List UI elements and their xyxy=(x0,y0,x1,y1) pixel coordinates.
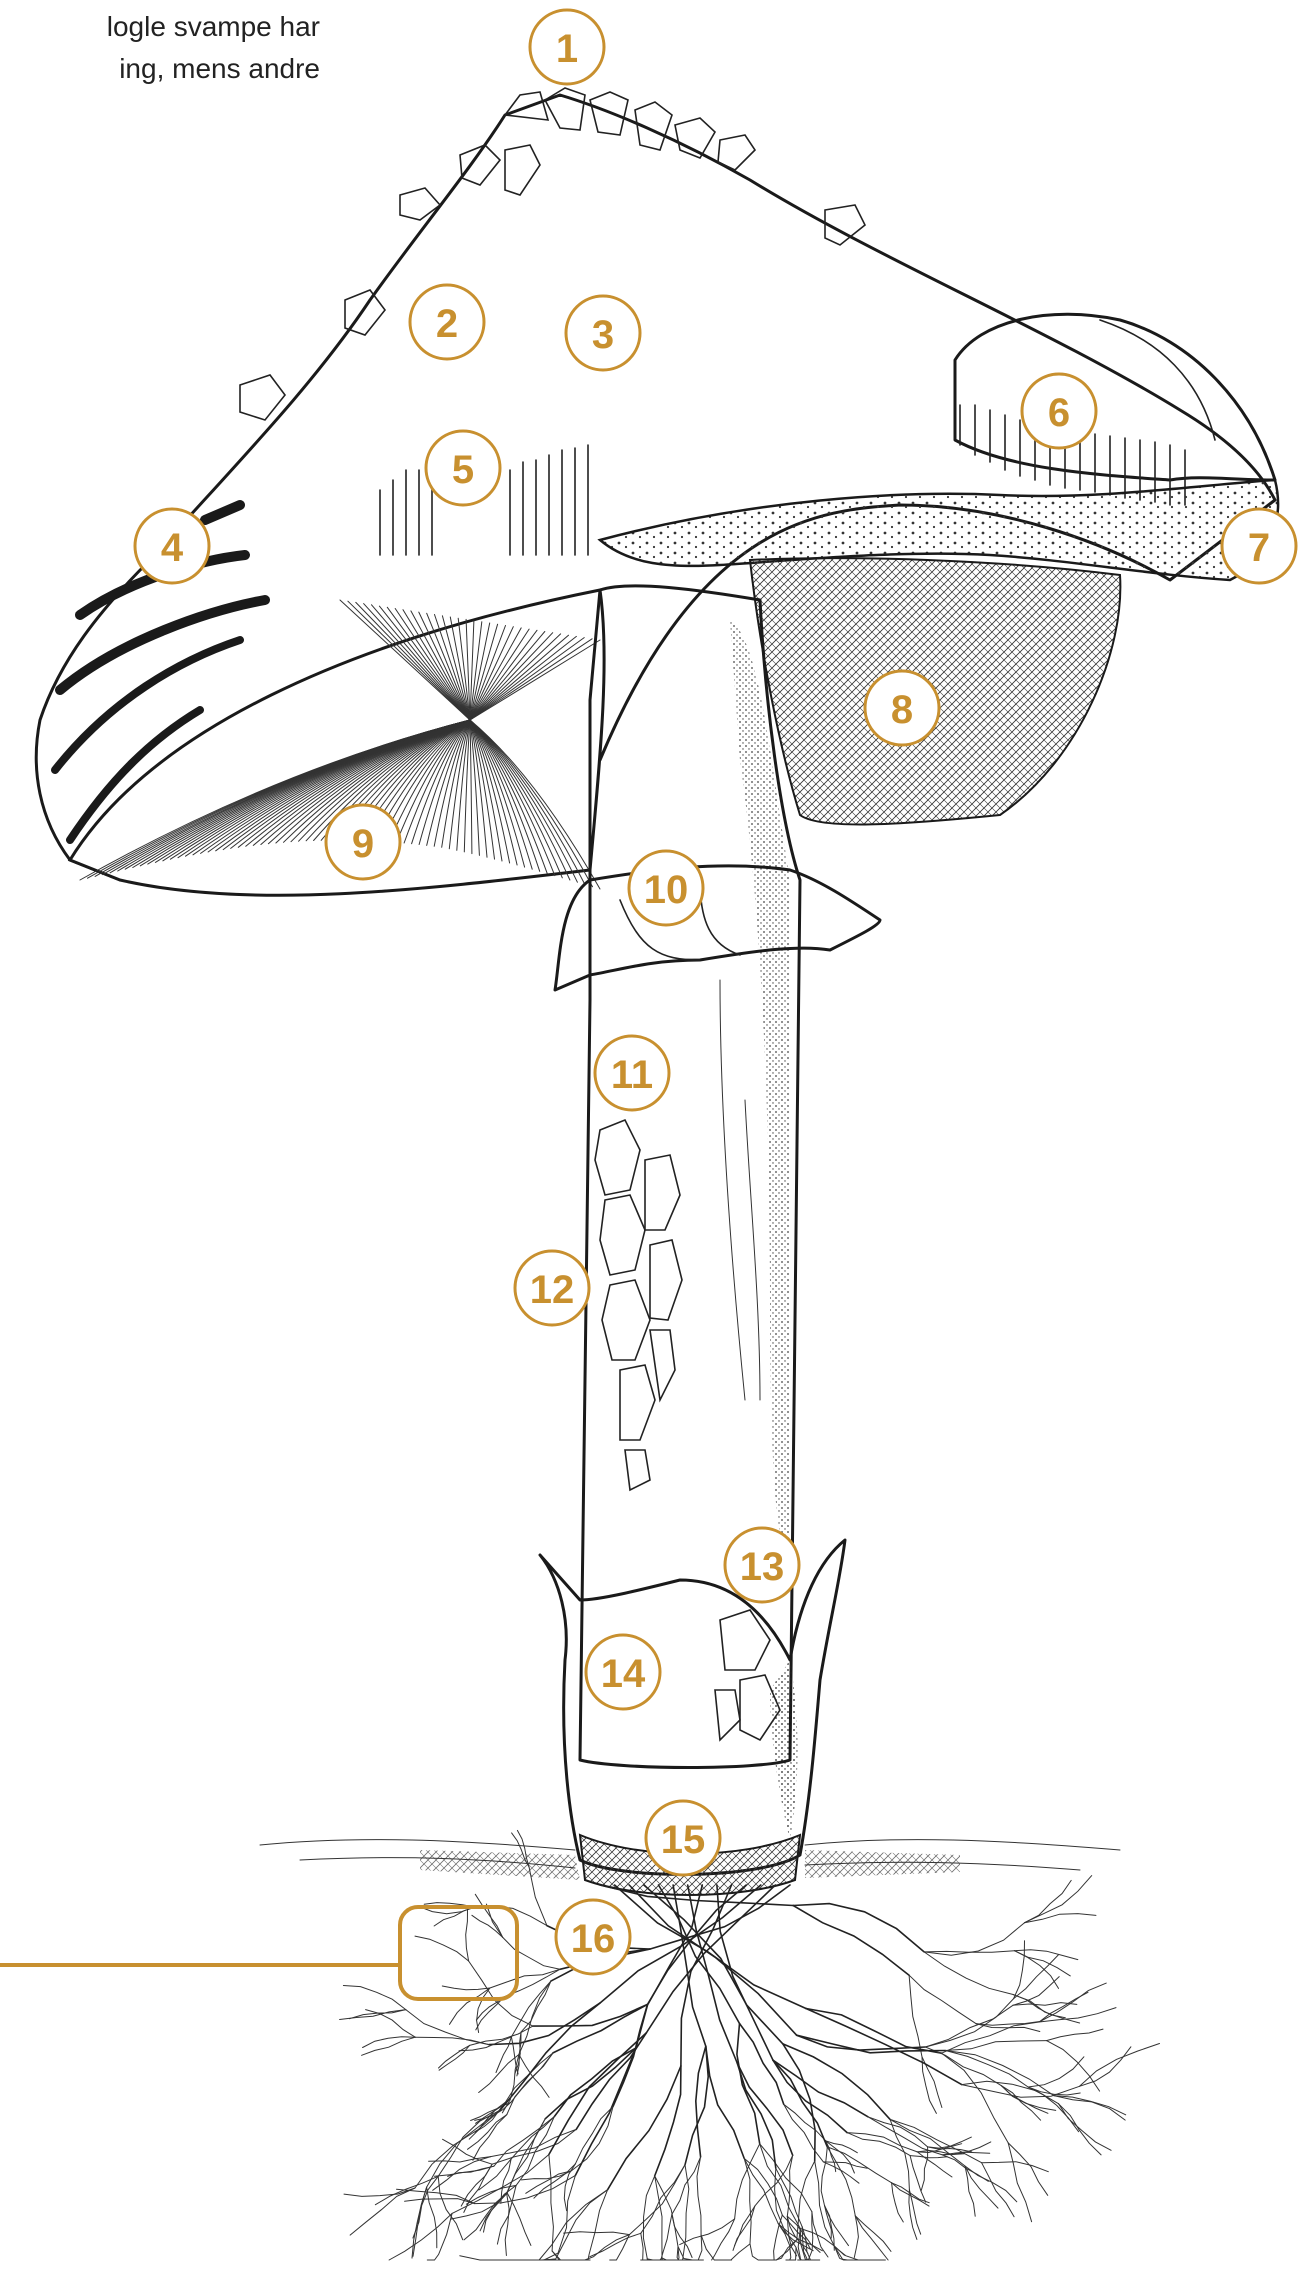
label-number: 5 xyxy=(452,448,474,492)
label-7: 7 xyxy=(1222,509,1296,583)
label-number: 3 xyxy=(592,313,614,357)
label-number: 10 xyxy=(644,868,689,912)
pointer-line xyxy=(0,1907,517,1999)
label-5: 5 xyxy=(426,431,500,505)
label-number: 4 xyxy=(161,526,184,570)
label-number: 1 xyxy=(556,27,578,71)
label-1: 1 xyxy=(530,10,604,84)
label-3: 3 xyxy=(566,296,640,370)
label-number: 11 xyxy=(611,1053,653,1097)
label-number: 14 xyxy=(601,1652,646,1696)
label-number: 9 xyxy=(352,822,374,866)
label-15: 15 xyxy=(646,1801,720,1875)
label-8: 8 xyxy=(865,671,939,745)
label-16: 16 xyxy=(556,1900,630,1974)
label-number: 6 xyxy=(1048,391,1070,435)
label-14: 14 xyxy=(586,1635,660,1709)
label-number: 2 xyxy=(436,302,458,346)
label-10: 10 xyxy=(629,851,703,925)
label-number: 8 xyxy=(891,688,913,732)
label-12: 12 xyxy=(515,1251,589,1325)
label-2: 2 xyxy=(410,285,484,359)
label-number: 12 xyxy=(530,1268,575,1312)
label-13: 13 xyxy=(725,1528,799,1602)
label-number: 13 xyxy=(740,1545,785,1589)
label-number: 15 xyxy=(661,1818,706,1862)
stem-scales xyxy=(595,1120,682,1490)
mycelium-roots xyxy=(340,1830,1160,2260)
label-9: 9 xyxy=(326,805,400,879)
label-6: 6 xyxy=(1022,374,1096,448)
label-number: 16 xyxy=(571,1917,616,1961)
label-11: 11 xyxy=(595,1036,669,1110)
label-4: 4 xyxy=(135,509,209,583)
label-number: 7 xyxy=(1248,526,1270,570)
